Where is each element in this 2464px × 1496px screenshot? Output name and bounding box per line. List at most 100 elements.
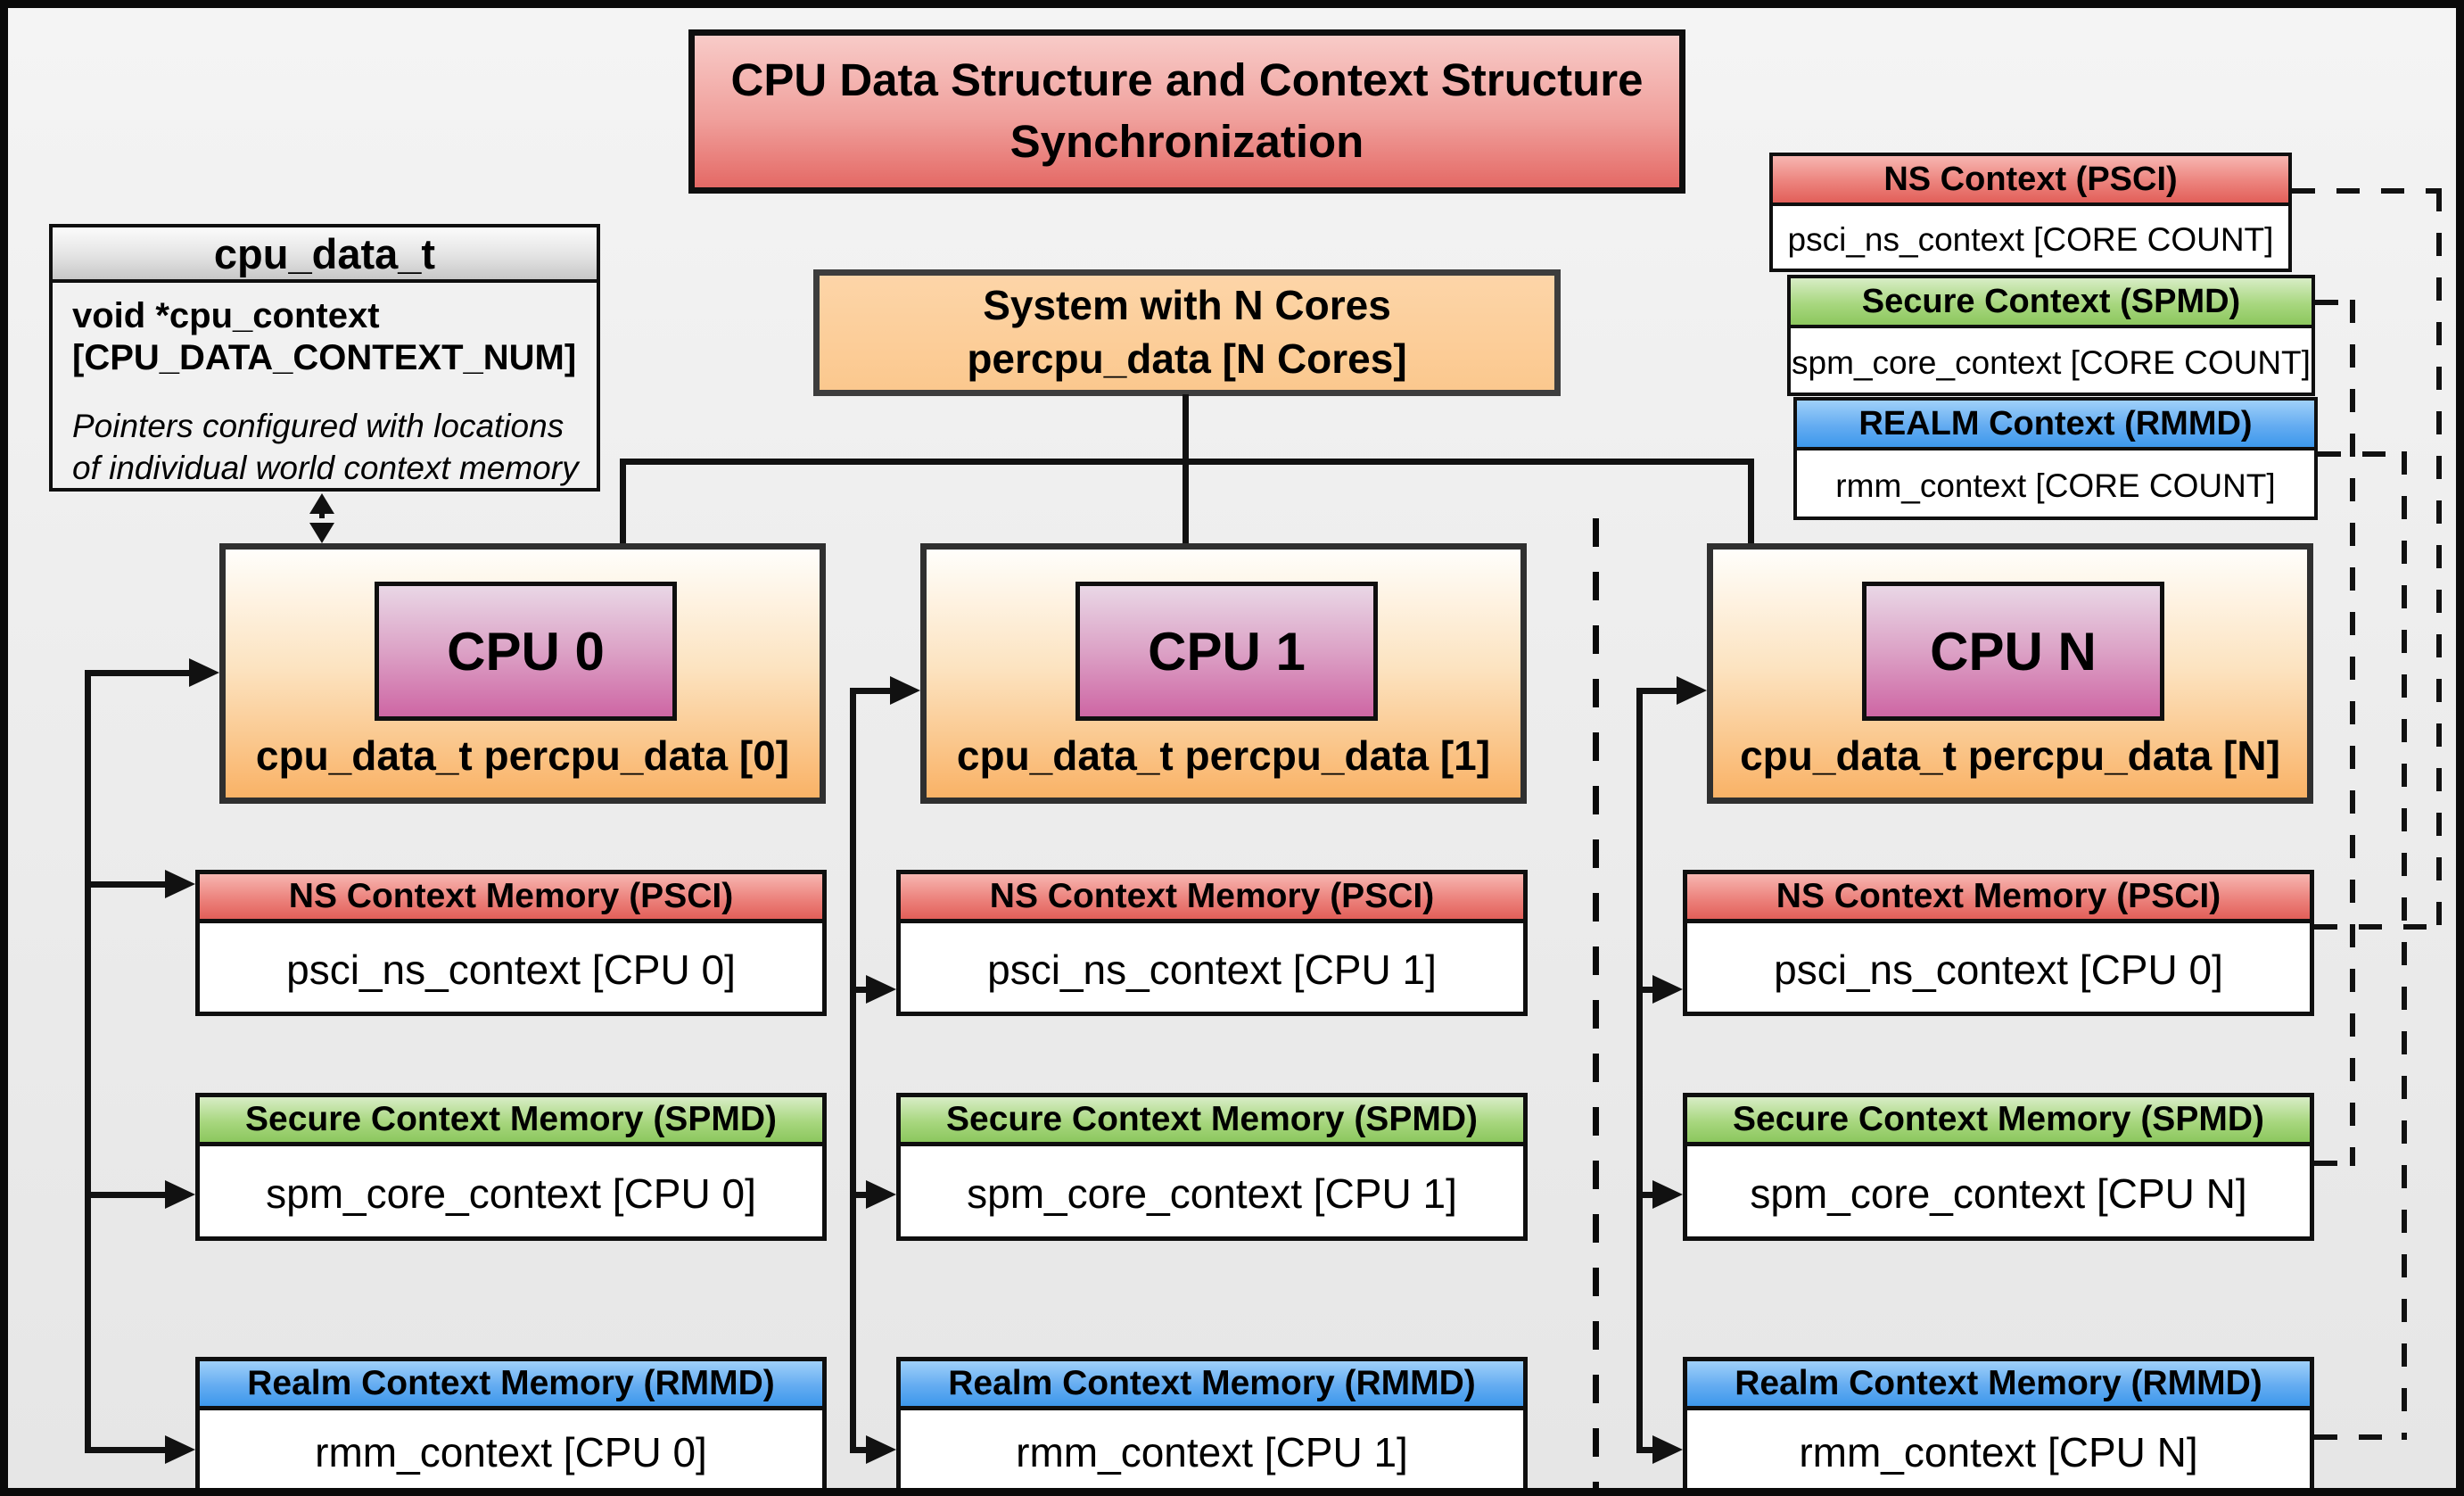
legend-secure-context: Secure Context (SPMD) spm_core_context [… — [1787, 275, 2315, 396]
system-drop-line — [1183, 394, 1189, 463]
cpuN-realm-context-memory-box: Realm Context Memory (RMMD) rmm_context … — [1683, 1357, 2314, 1488]
arrow-into-cpuN-icon — [1677, 676, 1707, 705]
cpu1-realm-body: rmm_context [CPU 1] — [1016, 1429, 1408, 1475]
cpu0-ns-context-memory-box: NS Context Memory (PSCI) psci_ns_context… — [195, 870, 827, 1016]
cpu1-percpu-data-label: cpu_data_t percpu_data [1] — [956, 732, 1491, 779]
cpu0-branch-ns — [85, 881, 167, 888]
legend-ns-context: NS Context (PSCI) psci_ns_context [CORE … — [1769, 153, 2292, 272]
psci-dashed-link-vertical — [2436, 188, 2442, 930]
cpu0-secure-header: Secure Context Memory (SPMD) — [200, 1097, 822, 1146]
psci-dashed-link-top — [2292, 188, 2442, 194]
system-n-cores-box: System with N Cores percpu_data [N Cores… — [813, 269, 1561, 396]
system-box-line1: System with N Cores — [983, 282, 1391, 329]
cpu0-box: CPU 0 cpu_data_t percpu_data [0] — [219, 543, 826, 804]
struct-link-arrow-up-icon — [309, 493, 334, 514]
spmd-dashed-link-bottom — [2314, 1161, 2355, 1166]
cpuN-realm-body: rmm_context [CPU N] — [1799, 1429, 2198, 1475]
drop-to-cpu0 — [620, 459, 626, 543]
cpu1-realm-header: Realm Context Memory (RMMD) — [901, 1361, 1523, 1410]
legend-realm-context: REALM Context (RMMD) rmm_context [CORE C… — [1793, 397, 2318, 520]
cpuN-ns-context-memory-box: NS Context Memory (PSCI) psci_ns_context… — [1683, 870, 2314, 1016]
arrow-into-cpu0-icon — [189, 658, 219, 687]
cpu-context-declaration-line2: [CPU_DATA_CONTEXT_NUM] — [72, 338, 577, 378]
cpu1-realm-context-memory-box: Realm Context Memory (RMMD) rmm_context … — [896, 1357, 1528, 1488]
arrow-into-cpu0-realm-icon — [165, 1435, 195, 1464]
cpu0-branch-cpu — [85, 670, 192, 676]
diagram-title-line2: Synchronization — [1009, 116, 1364, 167]
cpuN-label: CPU N — [1862, 582, 2164, 721]
cpuN-secure-body: spm_core_context [CPU N] — [1750, 1170, 2247, 1217]
cpu0-branch-realm — [85, 1447, 167, 1453]
cpuN-percpu-data-label: cpu_data_t percpu_data [N] — [1740, 732, 2280, 779]
cpuN-branch-secure — [1636, 1192, 1654, 1198]
legend-realm-header: REALM Context (RMMD) — [1797, 401, 2314, 450]
cpu1-branch-ns — [850, 987, 868, 993]
cpu-data-t-struct-box: cpu_data_t void *cpu_context [CPU_DATA_C… — [49, 224, 600, 492]
column-separator-dashed-line — [1593, 518, 1599, 1488]
arrow-into-cpu1-realm-icon — [866, 1435, 896, 1464]
legend-secure-header: Secure Context (SPMD) — [1791, 278, 2312, 328]
diagram-title-line1: CPU Data Structure and Context Structure — [730, 54, 1644, 106]
cpu1-secure-context-memory-box: Secure Context Memory (SPMD) spm_core_co… — [896, 1093, 1528, 1241]
cpuN-ns-body: psci_ns_context [CPU 0] — [1774, 946, 2223, 993]
cpu1-ns-context-memory-box: NS Context Memory (PSCI) psci_ns_context… — [896, 870, 1528, 1016]
cpu0-trunk-line — [85, 670, 91, 1453]
cpu1-ns-body: psci_ns_context [CPU 1] — [987, 946, 1437, 993]
arrow-into-cpuN-ns-icon — [1652, 975, 1683, 1004]
cpu0-ns-header: NS Context Memory (PSCI) — [200, 874, 822, 923]
rmmd-dashed-link-bottom — [2314, 1434, 2407, 1440]
arrow-into-cpu0-ns-icon — [165, 870, 195, 898]
cpu-data-t-header: cpu_data_t — [53, 227, 597, 283]
cpu0-label: CPU 0 — [375, 582, 677, 721]
arrow-into-cpu0-secure-icon — [165, 1180, 195, 1209]
arrow-into-cpu1-ns-icon — [866, 975, 896, 1004]
cpuN-ns-header: NS Context Memory (PSCI) — [1687, 874, 2310, 923]
psci-dashed-link-bottom — [2314, 924, 2442, 930]
cpu1-box: CPU 1 cpu_data_t percpu_data [1] — [920, 543, 1527, 804]
cpu0-realm-context-memory-box: Realm Context Memory (RMMD) rmm_context … — [195, 1357, 827, 1488]
cpu1-ns-header: NS Context Memory (PSCI) — [901, 874, 1523, 923]
cpu1-trunk-line — [850, 688, 856, 1453]
cpu0-secure-body: spm_core_context [CPU 0] — [266, 1170, 756, 1217]
cpu0-ns-body: psci_ns_context [CPU 0] — [286, 946, 736, 993]
cpu-context-declaration-line1: void *cpu_context — [72, 296, 380, 335]
cpuN-trunk-line — [1636, 688, 1643, 1453]
struct-link-arrow-down-icon — [309, 523, 334, 543]
cpu-data-t-body: void *cpu_context [CPU_DATA_CONTEXT_NUM]… — [53, 283, 597, 489]
cpu1-secure-body: spm_core_context [CPU 1] — [967, 1170, 1457, 1217]
legend-ns-body: psci_ns_context [CORE COUNT] — [1787, 221, 2274, 258]
cpuN-branch-cpu — [1636, 688, 1679, 694]
system-box-line2: percpu_data [N Cores] — [967, 335, 1407, 382]
rmmd-dashed-link-top — [2318, 451, 2407, 457]
struct-link-dashed-shaft — [319, 511, 325, 525]
cpuN-box: CPU N cpu_data_t percpu_data [N] — [1707, 543, 2313, 804]
cpuN-branch-ns — [1636, 987, 1654, 993]
cpu0-realm-body: rmm_context [CPU 0] — [315, 1429, 707, 1475]
arrow-into-cpuN-realm-icon — [1652, 1435, 1683, 1464]
cpu1-branch-realm — [850, 1447, 868, 1453]
cpu1-branch-cpu — [850, 688, 893, 694]
legend-ns-header: NS Context (PSCI) — [1773, 156, 2288, 206]
diagram-title: CPU Data Structure and Context Structure… — [688, 29, 1685, 194]
legend-secure-body: spm_core_context [CORE COUNT] — [1792, 344, 2311, 381]
cpu1-secure-header: Secure Context Memory (SPMD) — [901, 1097, 1523, 1146]
pointer-note-line2: of individual world context memory — [72, 449, 579, 486]
arrow-into-cpuN-secure-icon — [1652, 1180, 1683, 1209]
cpu0-percpu-data-label: cpu_data_t percpu_data [0] — [255, 732, 790, 779]
arrow-into-cpu1-secure-icon — [866, 1180, 896, 1209]
cpu0-secure-context-memory-box: Secure Context Memory (SPMD) spm_core_co… — [195, 1093, 827, 1241]
drop-to-cpuN — [1748, 459, 1754, 543]
arrow-into-cpu1-icon — [890, 676, 920, 705]
cpu1-label: CPU 1 — [1075, 582, 1378, 721]
rmmd-dashed-link-vertical — [2402, 451, 2407, 1440]
spmd-dashed-link-top — [2315, 300, 2355, 305]
cpu0-realm-header: Realm Context Memory (RMMD) — [200, 1361, 822, 1410]
drop-to-cpu1 — [1183, 459, 1189, 543]
legend-realm-body: rmm_context [CORE COUNT] — [1835, 467, 2276, 504]
cpuN-secure-context-memory-box: Secure Context Memory (SPMD) spm_core_co… — [1683, 1093, 2314, 1241]
pointer-note-line1: Pointers configured with locations — [72, 408, 564, 445]
cpuN-branch-realm — [1636, 1447, 1654, 1453]
cpu1-branch-secure — [850, 1192, 868, 1198]
spmd-dashed-link-vertical — [2350, 300, 2355, 1166]
